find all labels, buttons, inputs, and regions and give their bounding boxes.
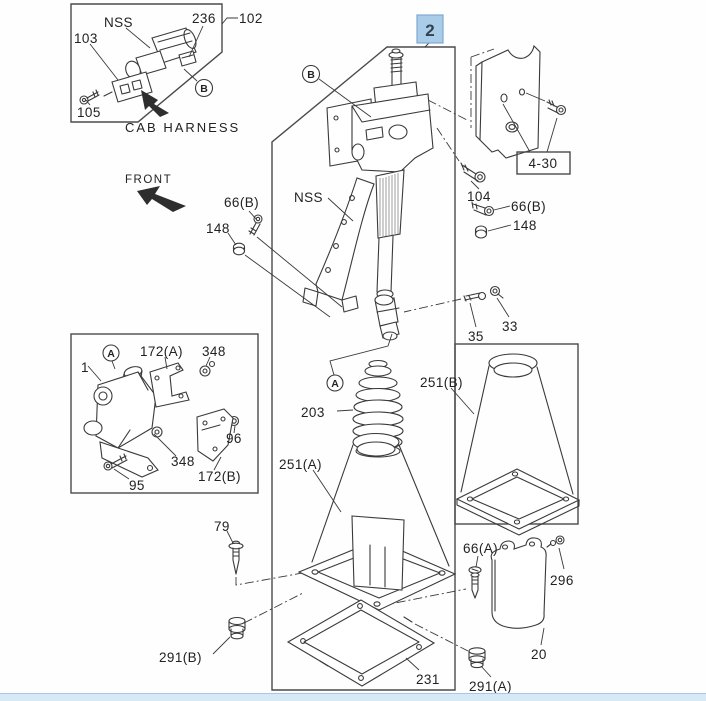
callout-2-highlight <box>416 14 444 44</box>
fastener-35 <box>463 291 487 302</box>
view-marker-a-column: A <box>326 374 344 392</box>
cab-harness-detail-box <box>70 3 223 123</box>
fastener-66a <box>468 566 482 599</box>
steering-column-drawing <box>302 48 434 341</box>
cab-harness-caption: CAB HARNESS <box>125 120 240 135</box>
chain-lines <box>235 99 470 652</box>
boot-cover-251b-drawing <box>455 353 581 536</box>
svg-text:A: A <box>331 378 339 390</box>
steering-unit-detail-box <box>70 333 259 494</box>
part-label-66b-right: 66(B) <box>511 199 546 214</box>
part-label-35: 35 <box>468 329 484 344</box>
part-label-66b-left: 66(B) <box>224 195 259 210</box>
part-label-33: 33 <box>502 319 518 334</box>
part-label-148-left: 148 <box>206 221 230 236</box>
fastener-104 <box>460 162 486 183</box>
svg-text:B: B <box>200 83 208 95</box>
svg-text:2: 2 <box>425 21 434 40</box>
bracket-partial-outline <box>470 48 495 128</box>
view-marker-b-harness: B <box>194 78 214 98</box>
part-label-251a: 251(A) <box>279 457 322 472</box>
part-label-296: 296 <box>550 573 574 588</box>
part-label-291a: 291(A) <box>469 679 512 694</box>
part-label-95: 95 <box>129 478 145 493</box>
part-label-148-right: 148 <box>513 218 537 233</box>
fastener-148-left <box>232 242 246 256</box>
svg-text:A: A <box>107 348 115 360</box>
svg-text:B: B <box>307 69 315 81</box>
bottom-page-strip <box>0 693 706 701</box>
callout-2[interactable]: 2 <box>416 14 444 44</box>
svg-text:4-30: 4-30 <box>528 156 557 171</box>
part-label-172a: 172(A) <box>140 344 183 359</box>
boot-cover-251a-drawing <box>297 432 457 611</box>
grommet-291a <box>468 647 486 669</box>
bracket-4-30-drawing <box>475 44 567 159</box>
leader-lines <box>85 17 565 678</box>
part-label-nss-column: NSS <box>294 190 323 205</box>
part-label-20: 20 <box>531 647 547 662</box>
part-label-102: 102 <box>239 11 263 26</box>
front-arrow-icon <box>137 186 186 212</box>
fastener-79 <box>228 540 244 575</box>
part-label-291b: 291(B) <box>159 650 202 665</box>
main-column-box <box>271 46 456 691</box>
part-label-172b: 172(B) <box>198 469 241 484</box>
part-label-231: 231 <box>416 672 440 687</box>
gasket-231-drawing <box>286 599 436 687</box>
steering-unit-drawing <box>83 360 240 478</box>
fastener-66b-left <box>248 214 263 236</box>
fastener-296 <box>546 535 565 548</box>
part-label-nss-harness: NSS <box>104 15 133 30</box>
reference-box-4-30: 4-30 <box>516 151 571 175</box>
part-label-251b: 251(B) <box>420 375 463 390</box>
part-label-348-top: 348 <box>202 344 226 359</box>
part-label-96: 96 <box>226 431 242 446</box>
cover-20-drawing <box>490 537 547 629</box>
part-label-105: 105 <box>77 105 101 120</box>
part-label-1: 1 <box>81 360 89 375</box>
part-label-66a: 66(A) <box>463 541 498 556</box>
part-label-104: 104 <box>467 189 491 204</box>
view-marker-a-unit: A <box>102 344 120 362</box>
part-label-103: 103 <box>74 31 98 46</box>
fastener-33 <box>489 285 504 299</box>
part-label-79: 79 <box>214 519 230 534</box>
part-label-236: 236 <box>192 11 216 26</box>
part-label-203: 203 <box>301 405 325 420</box>
view-marker-b-column: B <box>301 64 321 84</box>
front-label: FRONT <box>125 174 172 186</box>
fastener-66b-right <box>471 201 495 217</box>
part-label-348-bottom: 348 <box>171 454 195 469</box>
cab-harness-connector-drawing <box>79 27 197 105</box>
fastener-148-right <box>474 225 488 239</box>
cab-harness-arrow-icon <box>141 90 169 117</box>
grommet-291b <box>228 616 246 640</box>
